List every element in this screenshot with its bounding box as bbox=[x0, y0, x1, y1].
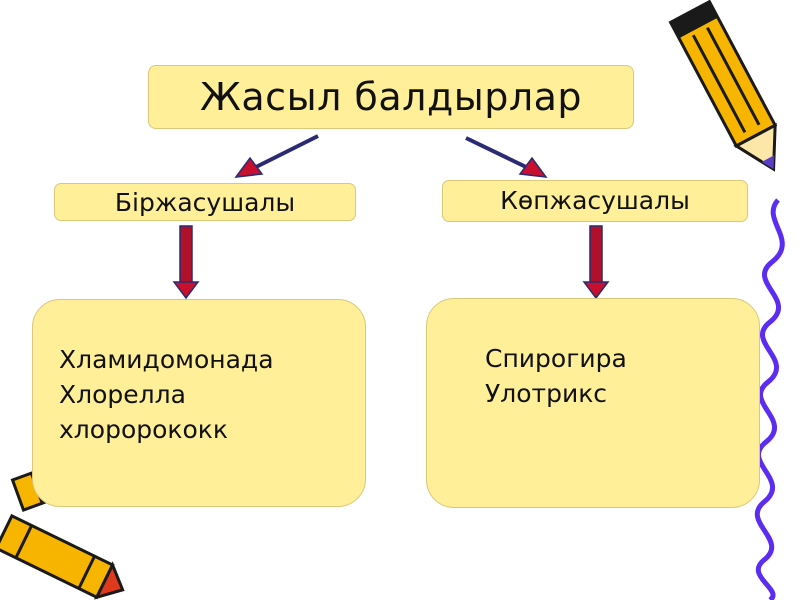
pencil-icon bbox=[671, 2, 793, 180]
arrow-root-to-left bbox=[236, 136, 318, 177]
arrow-left-down bbox=[174, 226, 198, 298]
crayon-icon bbox=[0, 516, 131, 600]
list-item: Хлорелла bbox=[59, 377, 365, 412]
root-node: Жасыл балдырлар bbox=[148, 65, 634, 129]
category-label: Көпжасушалы bbox=[500, 186, 690, 215]
list-item: хлорорококк bbox=[59, 412, 365, 447]
category-label: Біржасушалы bbox=[115, 188, 295, 217]
category-unicellular: Біржасушалы bbox=[54, 183, 356, 221]
examples-multicellular: Спирогира Улотрикс bbox=[426, 298, 760, 508]
list-item: Улотрикс bbox=[485, 376, 759, 411]
category-multicellular: Көпжасушалы bbox=[442, 180, 748, 222]
squiggle-line bbox=[757, 200, 782, 600]
arrow-right-down bbox=[584, 226, 608, 298]
list-item: Спирогира bbox=[485, 341, 759, 376]
examples-unicellular: Хламидомонада Хлорелла хлорорококк bbox=[32, 299, 366, 507]
arrow-root-to-right bbox=[466, 138, 546, 177]
root-label: Жасыл балдырлар bbox=[200, 75, 582, 119]
list-item: Хламидомонада bbox=[59, 342, 365, 377]
